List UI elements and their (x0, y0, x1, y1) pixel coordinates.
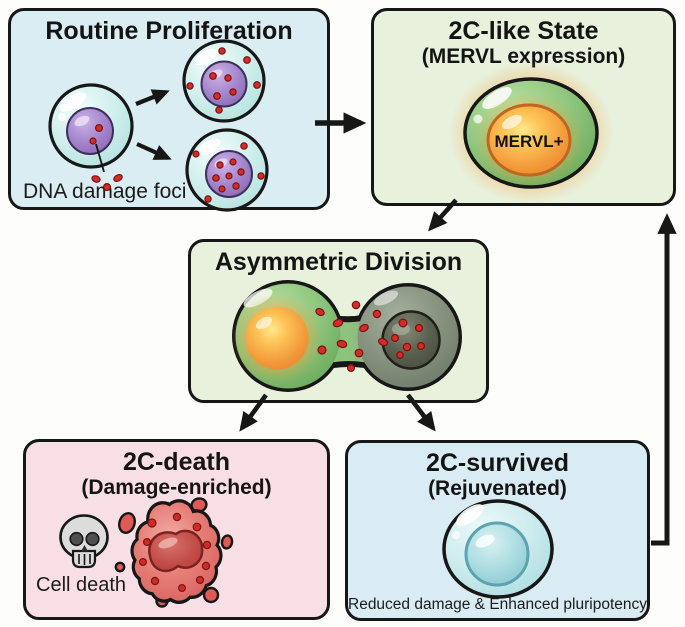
routine-title: Routine Proliferation (45, 17, 293, 45)
survived2c-subtitle: (Rejuvenated) (428, 477, 567, 500)
state2c-title: 2C-like State (448, 17, 599, 45)
box-2c-like-state: 2C-like State (MERVL expression) (371, 8, 676, 206)
survived2c-caption: Reduced damage & Enhanced pluripotency (348, 596, 648, 613)
cell-death-label: Cell death (36, 574, 127, 596)
survived2c-title: 2C-survived (425, 449, 570, 477)
death2c-subtitle: (Damage-enriched) (81, 476, 272, 499)
box-2c-survived: 2C-survived (Rejuvenated) Reduced damage… (345, 440, 650, 621)
box-asymmetric-division: Asymmetric Division (188, 239, 489, 403)
box-routine-proliferation: Routine Proliferation DNA damage foci (8, 8, 330, 210)
asymmetric-title: Asymmetric Division (214, 248, 463, 276)
death2c-title: 2C-death (123, 448, 230, 476)
state2c-subtitle: (MERVL expression) (421, 45, 626, 68)
box-2c-death: 2C-death (Damage-enriched) Cell death (23, 439, 330, 620)
arrow-2csurvived-to-2clike-feedback (651, 213, 677, 546)
dna-damage-foci-label: DNA damage foci (23, 180, 187, 203)
